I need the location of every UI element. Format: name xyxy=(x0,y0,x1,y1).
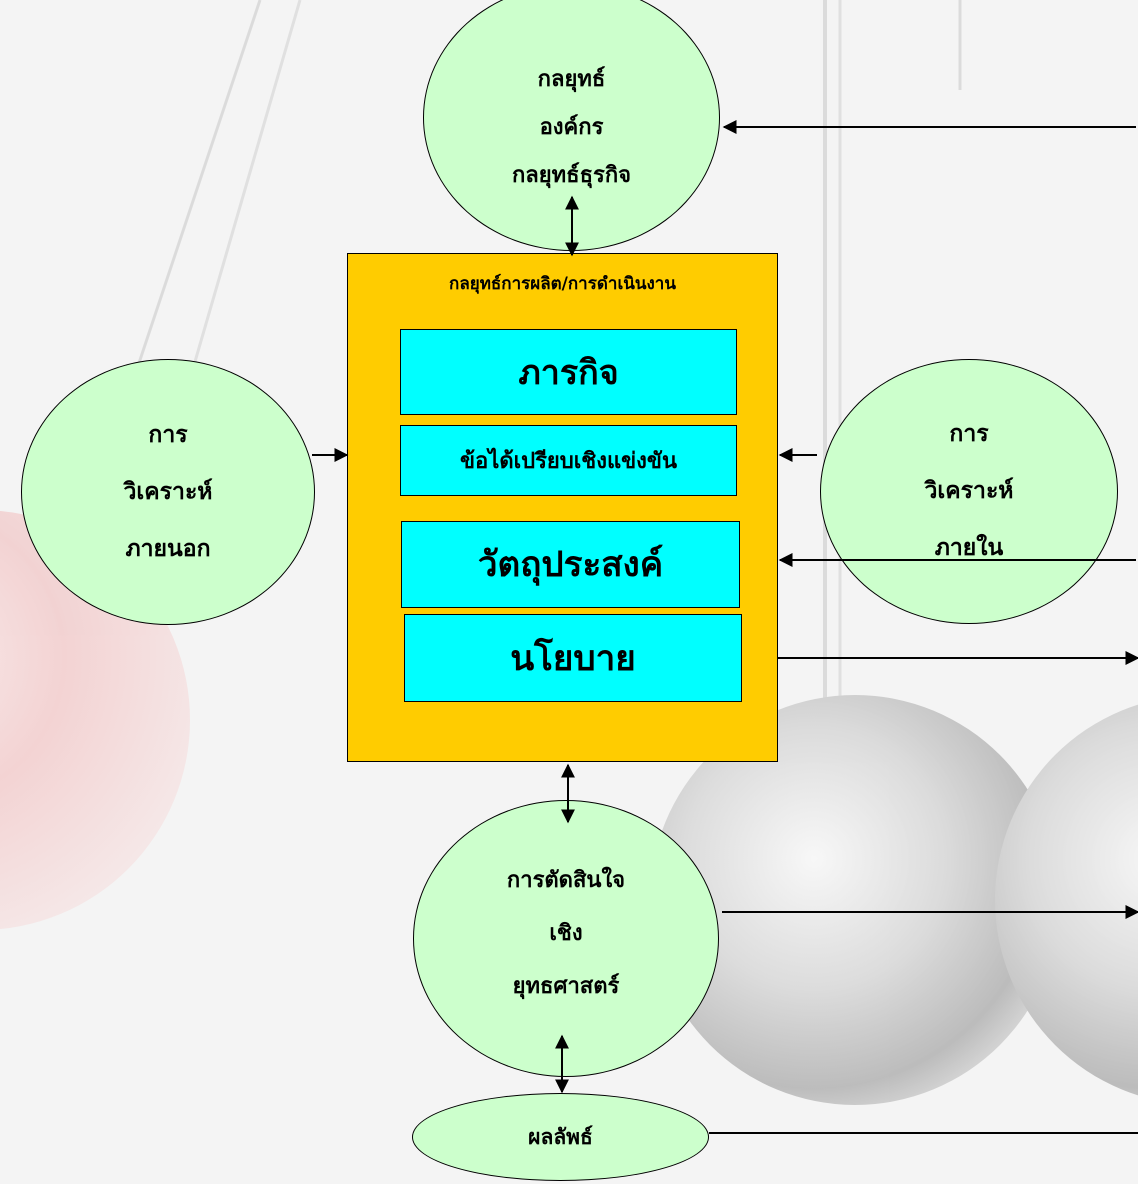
operations-strategy-container: กลยุทธ์การผลิต/การดำเนินงาน ภารกิจ ข้อได… xyxy=(347,253,778,762)
corporate-strategy-text: กลยุทธ์ องค์กร กลยุทธ์ธุรกิจ xyxy=(511,66,632,188)
result-ellipse: ผลลัพธ์ xyxy=(412,1093,709,1181)
objectives-box: วัตถุประสงค์ xyxy=(401,521,740,608)
internal-analysis-text: การ วิเคราะห์ ภายใน xyxy=(924,421,1014,561)
external-analysis-text: การ วิเคราะห์ ภายนอก xyxy=(123,421,213,562)
external-analysis-ellipse: การ วิเคราะห์ ภายนอก xyxy=(21,359,315,625)
strategic-decision-text: การตัดสินใจ เชิง ยุทธศาสตร์ xyxy=(506,868,626,999)
result-text: ผลลัพธ์ xyxy=(528,1124,593,1149)
mission-box: ภารกิจ xyxy=(400,329,737,415)
policy-box: นโยบาย xyxy=(404,614,742,702)
strategic-decision-ellipse: การตัดสินใจ เชิง ยุทธศาสตร์ xyxy=(413,800,719,1077)
internal-analysis-ellipse: การ วิเคราะห์ ภายใน xyxy=(820,359,1118,624)
corporate-strategy-ellipse: กลยุทธ์ องค์กร กลยุทธ์ธุรกิจ xyxy=(423,0,720,251)
competitive-advantage-box: ข้อได้เปรียบเชิงแข่งขัน xyxy=(400,425,737,496)
operations-strategy-title: กลยุทธ์การผลิต/การดำเนินงาน xyxy=(449,274,676,294)
